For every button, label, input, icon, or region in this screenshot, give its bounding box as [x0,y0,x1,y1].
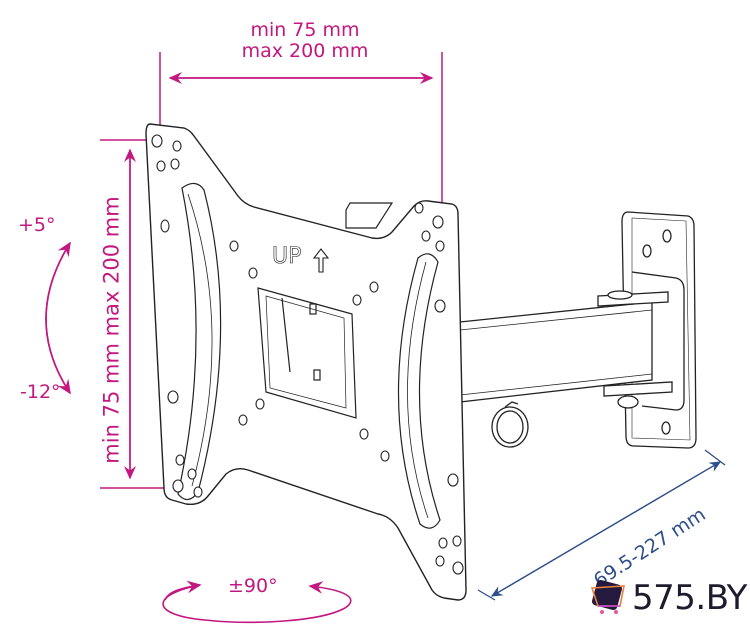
tilt-down-label: -12° [20,381,61,403]
vesa-vertical-label: min 75 mm max 200 mm [99,196,124,464]
vesa-vertical-dimension [100,139,180,489]
swivel-arc-icon [162,581,352,624]
cable-clip [491,401,529,448]
vesa-horizontal-label: min 75 mm max 200 mm [165,20,445,62]
vesa-horizontal-max: max 200 mm [241,40,369,62]
watermark-text: 575.BY [632,578,747,618]
watermark-logo: 575.BY [590,578,747,618]
wall-distance-dimension [477,449,726,601]
up-arrow-icon [312,248,330,273]
swivel-label: ±90° [228,575,278,597]
plate-holes [151,134,464,575]
tilt-up-label: +5° [18,214,56,236]
swing-arm [459,290,673,409]
shopping-cart-logo-icon [590,578,630,618]
plate-center-window [257,287,357,419]
vesa-horizontal-min: min 75 mm [250,19,360,41]
plate-up-marking: UP [272,244,302,270]
vesa-horizontal-dimension [159,52,443,205]
